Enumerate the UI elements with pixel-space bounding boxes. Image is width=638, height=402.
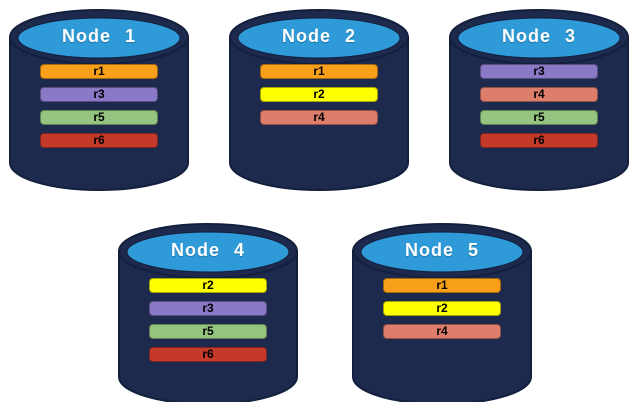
replica-bar-r2: r2 — [260, 87, 378, 102]
node-row-bottom: Node 4 r2 r3 r5 r6 Node 5 r1 r2 r4 — [12, 193, 638, 402]
replica-list: r1 r2 r4 — [350, 278, 534, 339]
replica-bar-r6: r6 — [40, 133, 158, 148]
replica-bar-r3: r3 — [149, 301, 267, 316]
replica-bar-r1: r1 — [383, 278, 501, 293]
node-label: Node 3 — [501, 26, 576, 46]
replica-bar-r3: r3 — [480, 64, 598, 79]
replica-bar-r2: r2 — [383, 301, 501, 316]
replica-bar-r2: r2 — [149, 278, 267, 293]
database-node-1: Node 1 r1 r3 r5 r6 — [7, 7, 191, 193]
replica-list: r1 r2 r4 — [227, 64, 411, 125]
replica-bar-r4: r4 — [480, 87, 598, 102]
replica-bar-r1: r1 — [40, 64, 158, 79]
node-label: Node 5 — [404, 240, 479, 260]
replica-bar-r4: r4 — [383, 324, 501, 339]
replica-bar-r5: r5 — [40, 110, 158, 125]
node-label: Node 4 — [170, 240, 245, 260]
database-node-3: Node 3 r3 r4 r5 r6 — [447, 7, 631, 193]
database-node-4: Node 4 r2 r3 r5 r6 — [116, 221, 300, 402]
replica-bar-r3: r3 — [40, 87, 158, 102]
replica-bar-r1: r1 — [260, 64, 378, 79]
replica-list: r1 r3 r5 r6 — [7, 64, 191, 148]
replica-bar-r6: r6 — [149, 347, 267, 362]
replica-bar-r4: r4 — [260, 110, 378, 125]
node-label: Node 1 — [61, 26, 136, 46]
replica-list: r3 r4 r5 r6 — [447, 64, 631, 148]
database-node-2: Node 2 r1 r2 r4 — [227, 7, 411, 193]
replica-bar-r6: r6 — [480, 133, 598, 148]
replica-bar-r5: r5 — [480, 110, 598, 125]
node-label: Node 2 — [281, 26, 356, 46]
replica-list: r2 r3 r5 r6 — [116, 278, 300, 362]
database-node-5: Node 5 r1 r2 r4 — [350, 221, 534, 402]
replica-bar-r5: r5 — [149, 324, 267, 339]
